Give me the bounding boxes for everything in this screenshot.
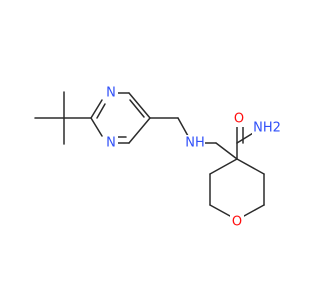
- bond-c2b-o: [243, 204, 265, 217]
- atom-amine-nh-label: NH: [185, 136, 205, 151]
- bond-c2a-o: [209, 204, 231, 217]
- atom-n1-label: N: [106, 86, 116, 101]
- atom-n3-label: N: [106, 136, 116, 151]
- bond-c6-c5-double: [129, 99, 145, 118]
- bond-c2-n1: [90, 99, 103, 119]
- bond-c6-c5: [128, 92, 151, 119]
- bond-quaternary-c3b: [236, 158, 265, 175]
- molecule-drawing: N N NH O NH2 O: [34, 85, 282, 230]
- bond-quaternary-c3a: [209, 158, 238, 175]
- bond-ch2-quaternary: [215, 142, 238, 160]
- structure-diagram: N N NH O NH2 O: [34, 85, 282, 230]
- bond-ch2-nh: [177, 117, 189, 137]
- bond-c5-c4: [128, 117, 151, 144]
- bond-c2-n1-double: [96, 103, 106, 119]
- atom-carbonyl-o-label: O: [234, 112, 244, 127]
- bond-n3-c2: [90, 117, 103, 137]
- atom-ring-o-label: O: [232, 215, 242, 230]
- atom-amide-nh2-label: NH2: [253, 121, 281, 136]
